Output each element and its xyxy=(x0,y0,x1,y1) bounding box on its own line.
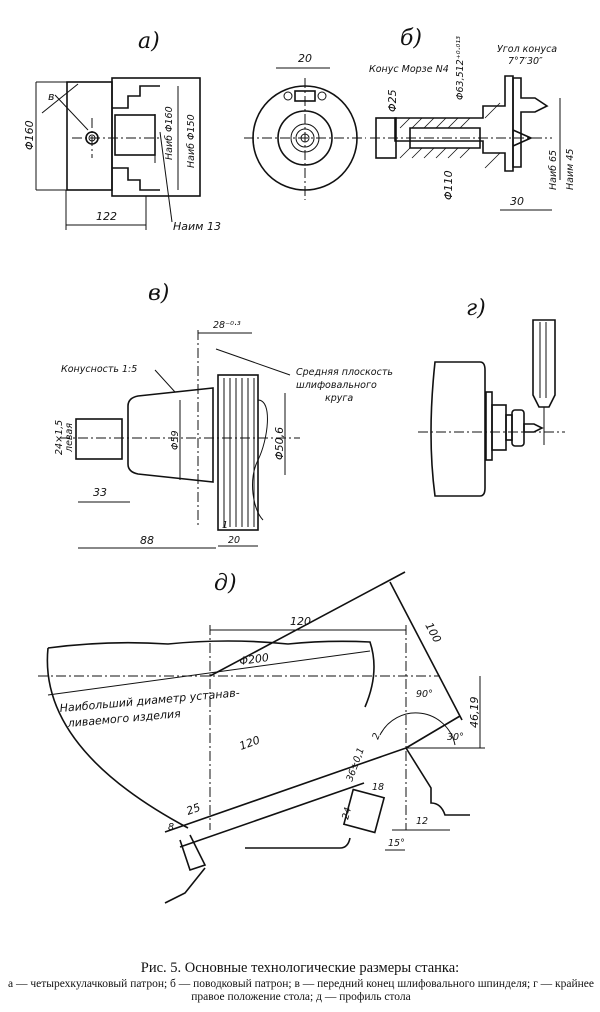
panel-v-tag: в) xyxy=(148,281,169,306)
dim-18: 18 xyxy=(372,782,384,793)
dim-30-deg: 30° xyxy=(447,732,464,743)
dim-line xyxy=(54,94,89,131)
table-foot xyxy=(164,867,206,904)
chuck-jaws xyxy=(112,85,160,191)
label-taper-angle-value: 7°7′30″ xyxy=(508,56,543,67)
dim-88: 88 xyxy=(140,534,154,547)
knurled-nut xyxy=(511,409,525,447)
center-point xyxy=(523,423,544,433)
panel-d-tag: д) xyxy=(214,571,237,596)
dim-15-deg: 15° xyxy=(388,838,405,849)
table-edge-block xyxy=(179,834,207,872)
dim-90-deg: 90° xyxy=(416,689,433,700)
chuck-jaw-center xyxy=(114,114,156,156)
workpiece-arc xyxy=(46,647,189,829)
figure-caption-body: а — четырехкулачковый патрон; б — поводк… xyxy=(7,978,595,1003)
dim-w28: 28⁻⁰·³ xyxy=(213,320,241,331)
hub xyxy=(491,404,507,451)
panel-d-table-profile: д) 120 Φ200 100 46,19 90° 30° Наибольший… xyxy=(38,571,485,904)
label-mid-plane-1: Средняя плоскость xyxy=(296,367,393,378)
panel-a-tag: а) xyxy=(138,29,160,54)
dim-line xyxy=(41,83,79,114)
label-mid-plane-3: круга xyxy=(325,393,353,404)
threaded-end xyxy=(75,418,123,460)
dim-2: 2 xyxy=(370,732,382,741)
dim-100: 100 xyxy=(422,620,443,645)
dim-100 xyxy=(389,581,463,721)
hatching xyxy=(399,102,501,169)
panel-v-spindle-end: в) Конусность 1:5 Средняя плоскость шлиф… xyxy=(54,281,393,549)
dim-d59: Φ59 xyxy=(170,430,181,450)
dim-24: 24 xyxy=(340,806,354,821)
faceplate xyxy=(512,77,549,168)
dim-max-160: Наиб Φ160 xyxy=(164,106,175,160)
panel-a-chuck: а) Φ160 в 122 Наиб Φ160 Наиб Φ150 Наим 1… xyxy=(23,29,221,233)
panel-b-driver-chuck: б) Конус Морзе N4 Угол конуса 7°7′30″ Φ6… xyxy=(369,26,576,211)
workpiece-outline-top xyxy=(47,640,375,708)
dim-max-65: Наиб 65 xyxy=(548,150,559,190)
dim-12: 12 xyxy=(416,816,428,827)
dim-33: 33 xyxy=(93,486,107,499)
taper-section xyxy=(127,387,214,483)
dim-30: 30 xyxy=(510,195,524,208)
t-slot xyxy=(342,788,386,834)
dim-120-top: 120 xyxy=(290,615,311,628)
dressing-tool xyxy=(532,319,556,408)
pulley-grooves xyxy=(223,378,255,527)
label-morse-taper: Конус Морзе N4 xyxy=(369,64,449,75)
panel-a-front-view: 20 xyxy=(244,52,366,200)
leader-line xyxy=(159,131,173,223)
panel-g-table-position: г) xyxy=(418,296,565,497)
panel-g-tag: г) xyxy=(466,296,486,321)
dim-d25: Φ25 xyxy=(386,89,399,112)
dim-max-150: Наиб Φ150 xyxy=(186,114,197,168)
angle-line xyxy=(405,715,461,749)
leader-line xyxy=(154,369,176,393)
flange xyxy=(485,391,493,461)
grinding-wheel xyxy=(430,361,486,497)
dim-thread-left: левая xyxy=(64,423,75,453)
dim-dia-160: Φ160 xyxy=(23,120,36,150)
table-surface-lower xyxy=(179,782,365,848)
angle-arc xyxy=(379,712,456,746)
dim-d50: Φ50,6 xyxy=(273,427,286,460)
break-line xyxy=(252,399,268,521)
pulley xyxy=(217,374,259,531)
driver-dog xyxy=(294,90,316,102)
dim-1: 1 xyxy=(222,520,228,531)
spindle-bore xyxy=(409,127,481,149)
slope-line xyxy=(209,571,406,677)
dim-d63: Φ63,512⁺⁰·⁰¹³ xyxy=(455,36,466,100)
center-tip xyxy=(512,129,533,147)
driver-dog-bolt xyxy=(317,91,327,101)
dim-20: 20 xyxy=(228,535,240,546)
dim-46-19: 46,19 xyxy=(468,697,481,729)
driver-dog-bolt xyxy=(283,91,293,101)
dim-d200 xyxy=(47,650,371,696)
label-mid-plane-2: шлифовального xyxy=(296,380,377,391)
dim-min-45: Наим 45 xyxy=(565,149,576,190)
figure-caption-title: Рис. 5. Основные технологические размеры… xyxy=(140,960,460,976)
dim-8: 8 xyxy=(168,822,174,833)
table-surface xyxy=(164,747,407,833)
dim-25: 25 xyxy=(185,801,203,818)
label-taper-1-5: Конусность 1:5 xyxy=(61,364,137,375)
dim-d200: Φ200 xyxy=(239,651,270,668)
dim-36: 36±0,1 xyxy=(344,746,366,783)
panel-b-tag: б) xyxy=(400,26,422,51)
table-base xyxy=(245,837,351,849)
dim-120-slope: 120 xyxy=(238,733,262,752)
dim-b: в xyxy=(48,90,54,103)
dim-20: 20 xyxy=(298,52,312,65)
dim-thread: 24×1,5 xyxy=(54,420,65,455)
spindle-body xyxy=(394,75,514,172)
dim-min-13: Наим 13 xyxy=(173,220,221,233)
hub-step xyxy=(505,414,513,441)
label-taper-angle: Угол конуса xyxy=(497,44,557,55)
leader-line xyxy=(215,348,291,376)
dim-d110: Φ110 xyxy=(442,170,455,200)
dim-122: 122 xyxy=(96,210,117,223)
table-right-profile xyxy=(405,747,470,816)
chuck-body xyxy=(111,77,201,197)
